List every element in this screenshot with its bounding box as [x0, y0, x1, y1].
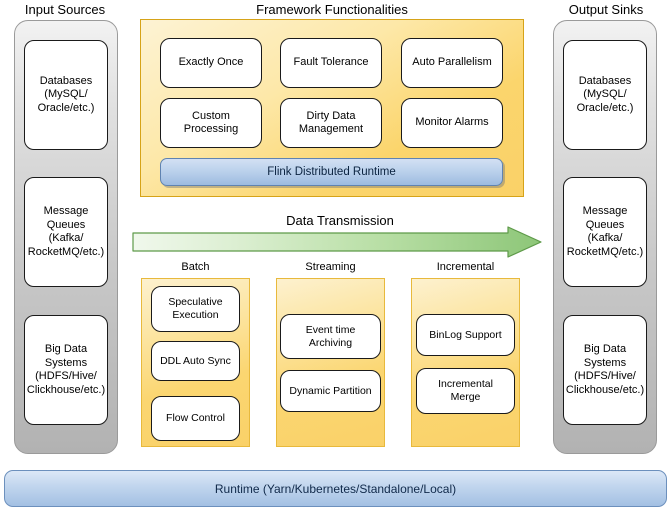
runtime-bar[interactable]: Runtime (Yarn/Kubernetes/Standalone/Loca…	[4, 470, 667, 507]
node-label: Dynamic Partition	[289, 384, 372, 397]
pipeline-item-binlog-support[interactable]: BinLog Support	[416, 314, 515, 356]
node-label: Fault Tolerance	[293, 56, 369, 69]
pipeline-item-ddl-auto-sync[interactable]: DDL Auto Sync	[151, 341, 240, 381]
node-label: DDL Auto Sync	[160, 354, 231, 367]
pipeline-item-flow-control[interactable]: Flow Control	[151, 396, 240, 441]
feature-exactly-once[interactable]: Exactly Once	[160, 38, 262, 88]
feature-fault-tolerance[interactable]: Fault Tolerance	[280, 38, 382, 88]
arrow-icon	[132, 226, 542, 258]
node-label: Auto Parallelism	[412, 56, 492, 69]
feature-monitor-alarms[interactable]: Monitor Alarms	[401, 98, 503, 148]
pipeline-item-dynamic-partition[interactable]: Dynamic Partition	[280, 370, 381, 412]
node-label: Flow Control	[166, 412, 225, 424]
input-source-databases[interactable]: Databases(MySQL/Oracle/etc.)	[24, 40, 108, 150]
node-label: Databases(MySQL/Oracle/etc.)	[37, 74, 95, 114]
pipeline-title-streaming: Streaming	[305, 261, 356, 273]
output-sink-databases[interactable]: Databases(MySQL/Oracle/etc.)	[563, 40, 647, 150]
node-label: Databases(MySQL/Oracle/etc.)	[576, 74, 634, 114]
node-label: BinLog Support	[429, 328, 502, 341]
feature-auto-parallelism[interactable]: Auto Parallelism	[401, 38, 503, 88]
framework-title: Framework Functionalities	[256, 2, 408, 17]
input-sources-title: Input Sources	[24, 2, 106, 17]
pipeline-title-batch: Batch	[181, 261, 210, 273]
node-label: Monitor Alarms	[415, 116, 489, 129]
data-transmission-label: Data Transmission	[286, 213, 394, 228]
flink-distributed-runtime-bar[interactable]: Flink Distributed Runtime	[160, 158, 503, 186]
output-sinks-title: Output Sinks	[568, 2, 644, 17]
pipeline-title-incremental: Incremental	[436, 261, 495, 273]
data-transmission-arrow	[132, 226, 542, 258]
node-label: Exactly Once	[178, 56, 244, 69]
pipeline-column-streaming	[276, 278, 385, 447]
pipeline-column-incremental	[411, 278, 520, 447]
